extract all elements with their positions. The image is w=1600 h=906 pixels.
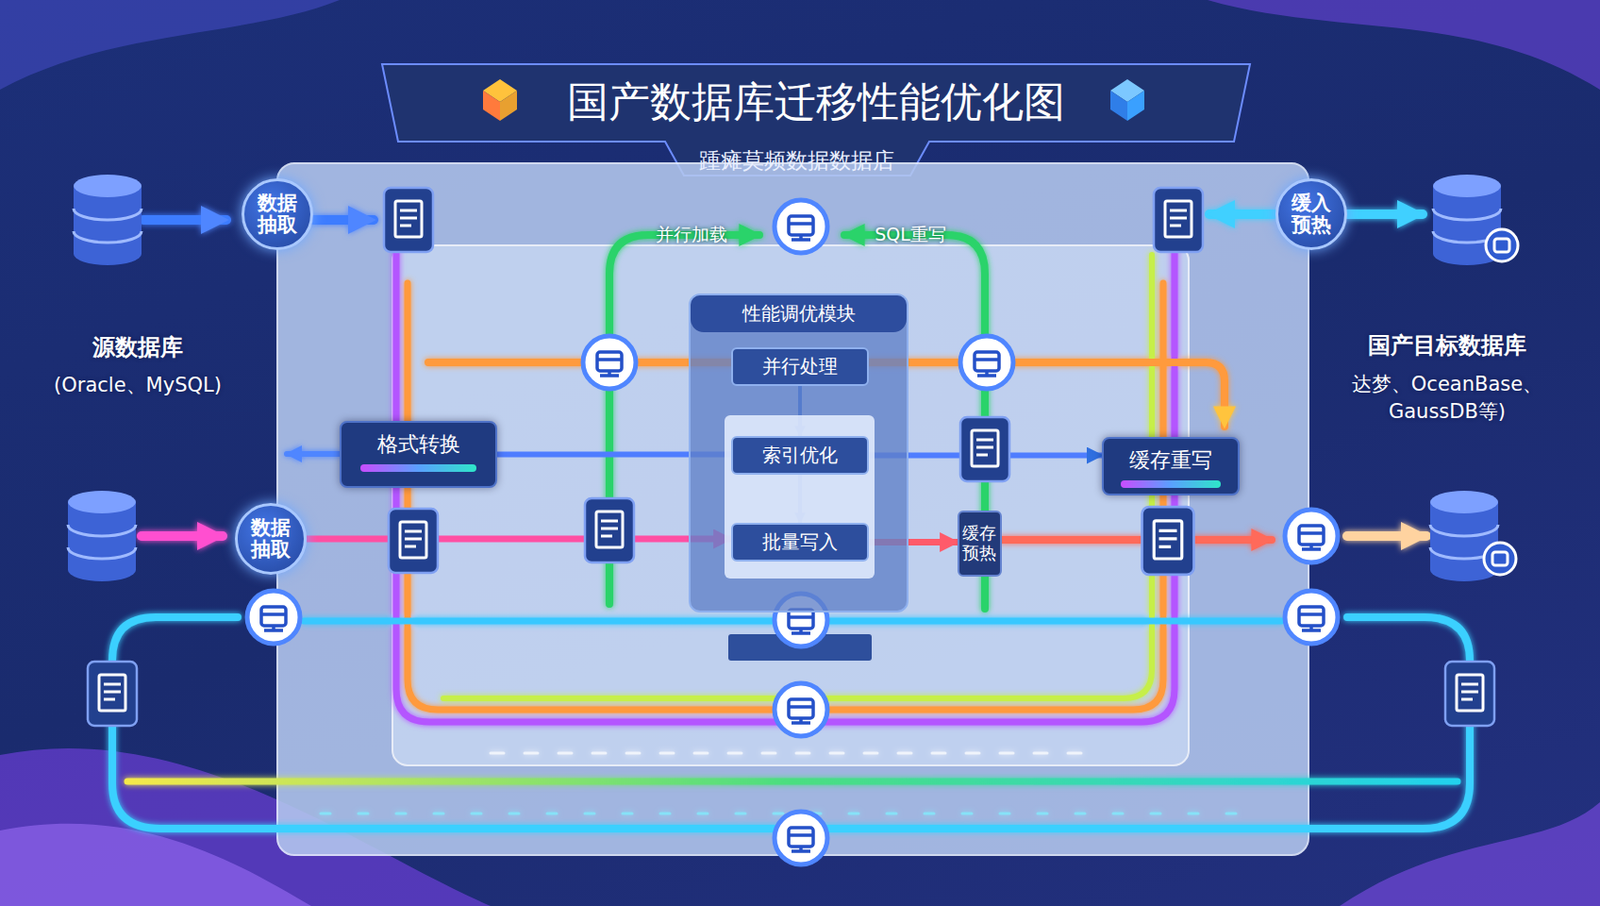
flow-line	[407, 283, 1164, 710]
title-cube	[1127, 90, 1145, 121]
process-box: 并行处理	[731, 347, 869, 386]
flow-line	[286, 450, 340, 457]
cache-box: 缓存预热	[957, 510, 1002, 577]
flow-line	[112, 616, 1470, 829]
database-cylinder	[67, 490, 136, 582]
node-text: 批量写入	[762, 529, 838, 555]
icon-circle	[774, 683, 828, 736]
flow-line	[1347, 531, 1427, 541]
node-text: 缓存预热	[962, 523, 999, 563]
gradient-bar	[1120, 480, 1222, 488]
flow-line	[396, 247, 1175, 722]
preheat-circle: 缓入预热	[1275, 178, 1348, 250]
annotation-label: 源数据库	[92, 332, 184, 363]
flow-dashes	[490, 751, 1095, 755]
database-badge	[1483, 542, 1517, 575]
title-cube	[1110, 90, 1128, 121]
diagram-caption: 踵瘫莫频数据数据店	[699, 146, 895, 176]
corner-wave	[0, 0, 340, 90]
flow-line	[127, 778, 1458, 785]
icon-tile	[388, 508, 438, 573]
icon-circle	[960, 335, 1014, 389]
flow-line	[1347, 209, 1423, 219]
title-cube	[483, 90, 500, 121]
icon-circle	[1284, 590, 1338, 644]
node-text: 索引优化	[762, 442, 838, 468]
icon-tile	[960, 416, 1010, 482]
icon-circle	[247, 590, 300, 644]
node-text: 格式转换	[377, 432, 461, 457]
flow-lines	[112, 214, 1470, 829]
corner-wave	[1207, 0, 1600, 90]
node-text: 缓存重写	[1129, 448, 1213, 473]
process-box: 索引优化	[731, 435, 869, 475]
icon-circle	[1284, 509, 1338, 563]
annotation-label: (Oracle、MySQL)	[53, 371, 222, 399]
flow-line	[141, 531, 223, 541]
database-badge	[1485, 229, 1518, 262]
title-cube	[500, 90, 517, 121]
icon-tile	[1445, 661, 1495, 726]
annotation-label: SQL重写	[874, 222, 947, 248]
annotation-label: 达梦、OceanBase、GaussDB等)	[1337, 370, 1557, 427]
flow-line	[143, 215, 227, 225]
flow-line	[443, 254, 1152, 699]
annotation-label: 国产目标数据库	[1367, 330, 1527, 361]
corner-wave	[1339, 801, 1600, 906]
icon-circle	[774, 200, 828, 253]
process-box: 格式转换	[339, 420, 498, 488]
icon-tile	[1153, 187, 1203, 252]
node-text: 数据抽取	[250, 516, 292, 561]
flow-line	[1209, 209, 1274, 219]
icon-tile	[87, 661, 137, 726]
process-box: 缓存重写	[1101, 436, 1240, 496]
node-text: 并行处理	[762, 353, 838, 380]
icon-circle	[774, 811, 828, 865]
node-text: 性能调优模块	[690, 295, 907, 333]
node-text: 缓入预热	[1290, 192, 1333, 236]
process-box: 批量写入	[731, 522, 869, 562]
icon-tile	[1142, 506, 1195, 575]
annotation-label: 并行加载	[655, 222, 728, 248]
diagram-title: 国产数据库迁移性能优化图	[566, 74, 1066, 131]
flow-line	[1001, 535, 1272, 544]
corner-wave	[0, 823, 312, 906]
icon-tile	[383, 187, 434, 252]
extract-circle: 数据抽取	[234, 502, 307, 575]
icon-tile	[584, 498, 634, 563]
module-panel: 性能调优模块并行处理索引优化批量写入	[688, 293, 909, 613]
icon-circle	[583, 335, 636, 389]
main-panel	[277, 163, 1309, 855]
title-banner	[382, 64, 1250, 176]
inner-panel	[392, 245, 1189, 766]
flow-line	[313, 215, 374, 225]
gradient-bar	[360, 464, 476, 472]
node-text: 数据抽取	[256, 192, 299, 236]
database-cylinder	[73, 174, 142, 266]
flow-connector	[306, 535, 732, 543]
extract-circle: 数据抽取	[241, 178, 314, 250]
